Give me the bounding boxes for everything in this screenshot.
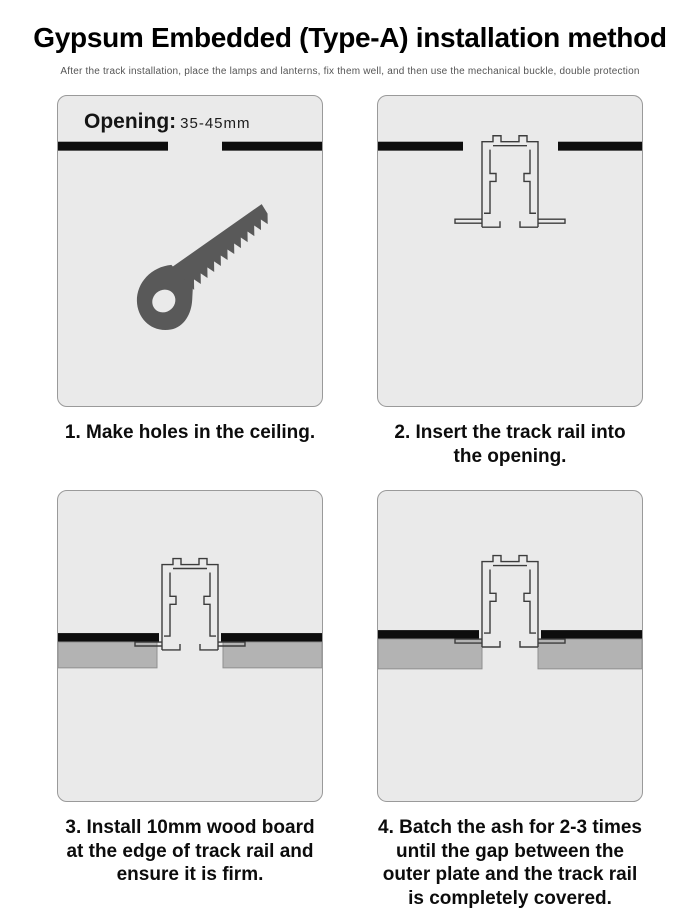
opening-value: 35-45mm [180,115,251,132]
step-2: 2. Insert the track rail into the openin… [377,95,643,468]
ceiling-bar-right [541,630,642,640]
track-rail-profile [454,135,566,228]
step-1-caption: 1. Make holes in the ceiling. [64,422,316,443]
step-1-panel: Opening:35-45mm [57,95,323,407]
step-3-illustration [58,557,322,669]
step-4-illustration [378,554,642,670]
opening-dimension: Opening:35-45mm [84,110,251,134]
saw-blade [171,204,268,290]
page-subtitle: After the track installation, place the … [60,66,640,77]
ceiling-bar-right [222,141,322,151]
step-2-panel [377,95,643,407]
step-4-caption: 4. Batch the ash for 2-3 times until the… [378,817,642,909]
ash-plaster-left [378,638,483,670]
ceiling-bar-left [378,141,463,151]
step-2-illustration [378,135,642,228]
step-3-caption: 3. Install 10mm wood board at the edge o… [65,817,315,886]
step-3-panel [57,490,323,803]
ceiling-bar-left [378,630,479,640]
step-1: Opening:35-45mm 1. Make holes in the cei… [57,95,323,468]
hand-saw-icon [136,204,268,330]
step-4: 4. Batch the ash for 2-3 times until the… [377,490,643,910]
ceiling-bar-left [58,141,168,151]
ash-plaster-right [537,638,642,670]
opening-label: Opening: [84,110,177,133]
ceiling-bar-right [558,141,642,151]
step-4-panel [377,490,643,803]
saw-handle [136,264,193,330]
steps-grid: Opening:35-45mm 1. Make holes in the cei… [0,95,700,910]
ceiling-bar-left [58,633,159,643]
header: Gypsum Embedded (Type-A) installation me… [0,0,700,77]
step-3: 3. Install 10mm wood board at the edge o… [57,490,323,910]
step-1-illustration [58,141,322,330]
page-title: Gypsum Embedded (Type-A) installation me… [33,22,667,53]
step-2-caption: 2. Insert the track rail into the openin… [394,422,626,467]
ceiling-bar-right [221,633,322,643]
